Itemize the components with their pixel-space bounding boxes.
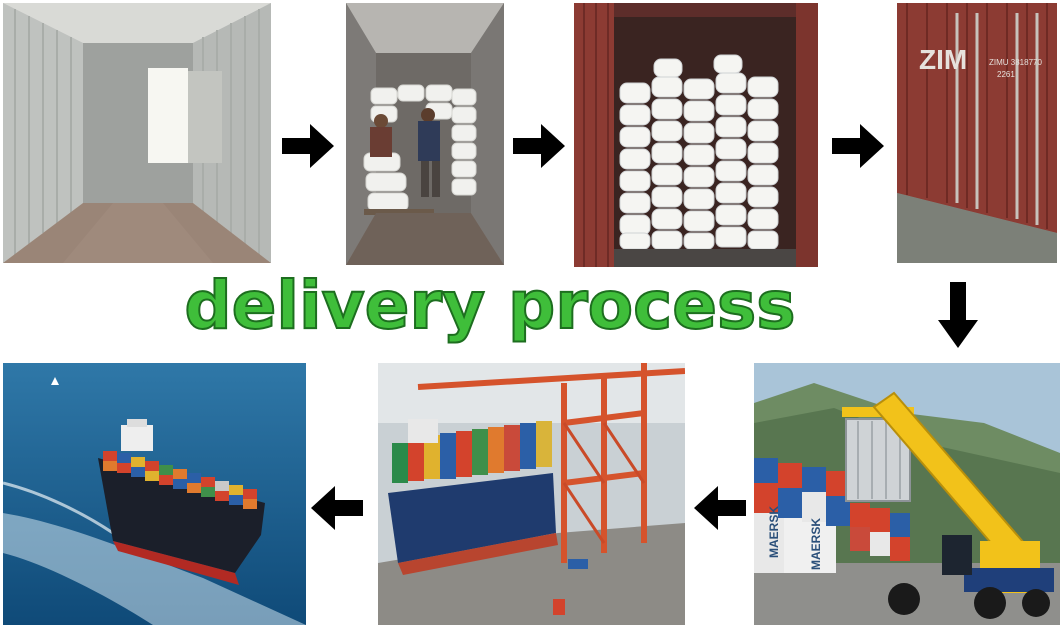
arrow-right-2 xyxy=(513,124,565,168)
sealed-container-illustration: ZIM ZIMU 3818770 2261 xyxy=(897,3,1057,263)
arrow-left-2 xyxy=(311,486,363,530)
arrow-left-1 xyxy=(694,486,746,530)
step-2-photo-workers-loading xyxy=(346,3,504,265)
filled-container-illustration xyxy=(574,3,818,267)
arrow-left-icon xyxy=(694,486,746,530)
container-marking-code: 2261 xyxy=(997,70,1015,79)
step-3-photo-container-full xyxy=(574,3,818,267)
empty-container-illustration xyxy=(3,3,271,263)
arrow-right-3 xyxy=(832,124,884,168)
step-7-photo-ship-at-sea xyxy=(3,363,306,625)
step-5-photo-reach-stacker: MAERSK MAERSK xyxy=(754,363,1060,625)
title-text: delivery process xyxy=(184,267,795,344)
container-marking-maersk-right: MAERSK xyxy=(809,518,823,570)
ship-at-sea-illustration xyxy=(3,363,306,625)
container-marking-number: ZIMU 3818770 xyxy=(989,58,1042,67)
container-marking-maersk-left: MAERSK xyxy=(767,506,781,558)
step-6-photo-port-loading xyxy=(378,363,685,625)
step-1-photo-empty-container xyxy=(3,3,271,263)
title-text-graphic: delivery process xyxy=(183,266,796,345)
step-4-photo-sealed-container: ZIM ZIMU 3818770 2261 xyxy=(897,3,1057,263)
reach-stacker-illustration: MAERSK MAERSK xyxy=(754,363,1060,625)
arrow-right-icon xyxy=(832,124,884,168)
arrow-right-icon xyxy=(513,124,565,168)
arrow-left-icon xyxy=(311,486,363,530)
container-marking-zim: ZIM xyxy=(919,44,967,75)
arrow-down xyxy=(938,282,978,348)
diagram-title: delivery process xyxy=(150,262,830,352)
arrow-right-1 xyxy=(282,124,334,168)
arrow-right-icon xyxy=(282,124,334,168)
port-loading-illustration xyxy=(378,363,685,625)
arrow-down-icon xyxy=(938,282,978,348)
workers-loading-illustration xyxy=(346,3,504,265)
